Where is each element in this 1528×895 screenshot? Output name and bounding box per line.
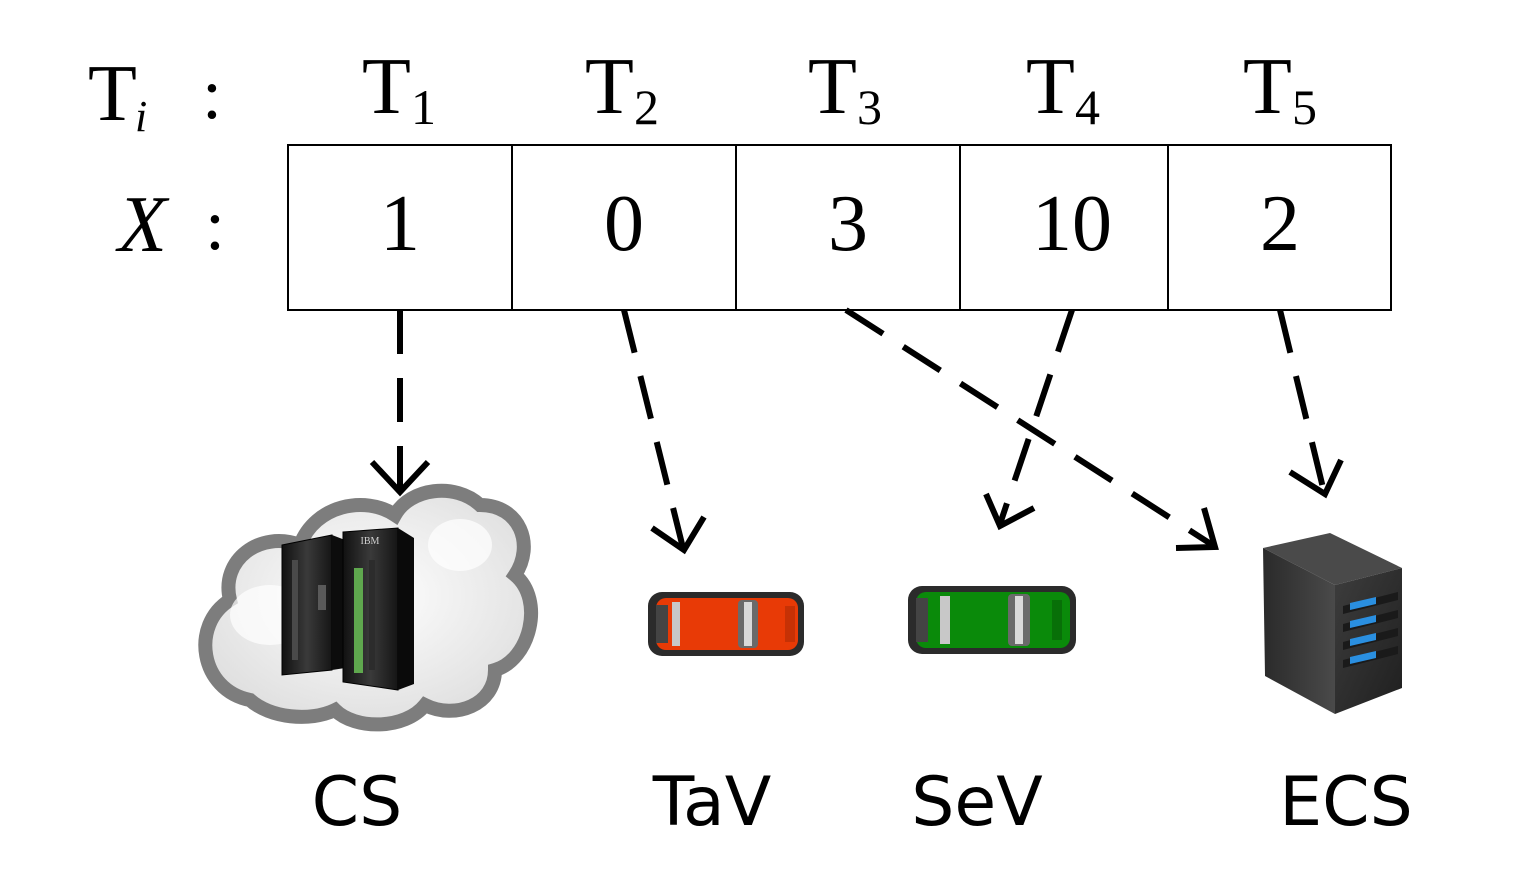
assignment-table [287, 144, 1392, 311]
task-header-symbol: T [1243, 43, 1292, 131]
task-header-index: 3 [857, 79, 882, 135]
task-header-symbol: T [585, 43, 634, 131]
arrow-task1-to-cs [369, 310, 431, 497]
arrow-task4-to-sev [983, 309, 1075, 531]
task-header-3: T 3 [808, 43, 882, 135]
node-label-tav: TaV [652, 763, 771, 842]
task-headers: T 1 T 2 T 3 T 4 T 5 [362, 43, 1317, 135]
row-label-tasks-colon: : [202, 54, 222, 134]
assignment-cell-2-box [511, 144, 737, 311]
offloading-arrows [369, 307, 1344, 555]
node-label-cs: CS [312, 763, 403, 842]
assignment-cell-4-box [959, 144, 1169, 311]
task-header-index: 4 [1075, 79, 1100, 135]
row-label-tasks-subscript: i [135, 92, 147, 141]
task-header-5: T 5 [1243, 43, 1317, 135]
server-bay-lights [1343, 592, 1398, 668]
task-header-index: 2 [634, 79, 659, 135]
task-header-symbol: T [362, 43, 411, 131]
assignment-cell-2: 0 [604, 180, 644, 268]
node-label-ecs: ECS [1279, 763, 1413, 842]
row-label-tasks: T i : [88, 50, 222, 141]
arrow-task5-to-ecs [1277, 309, 1344, 499]
edge-server-icon [1263, 533, 1402, 714]
green-car-icon [908, 586, 1076, 654]
assignment-cell-5: 2 [1260, 180, 1300, 268]
assignment-cell-1-box [287, 144, 513, 311]
mainframe-badge: IBM [361, 536, 380, 547]
assignment-cell-3-box [735, 144, 961, 311]
assignment-values: 1 0 3 10 2 [380, 180, 1300, 268]
task-header-4: T 4 [1026, 43, 1100, 135]
assignment-cell-4: 10 [1032, 180, 1112, 268]
task-header-symbol: T [808, 43, 857, 131]
task-header-index: 1 [411, 79, 436, 135]
row-label-assignment-symbol: X [115, 181, 170, 269]
task-header-1: T 1 [362, 43, 436, 135]
row-label-assignment-colon: : [205, 185, 225, 265]
orange-car-icon [648, 592, 804, 656]
assignment-cell-1: 1 [380, 180, 420, 268]
assignment-cell-3: 3 [828, 180, 868, 268]
arrow-task2-to-tav [621, 309, 707, 555]
task-header-symbol: T [1026, 43, 1075, 131]
task-header-index: 5 [1292, 79, 1317, 135]
row-label-assignment: X : [115, 181, 225, 269]
node-label-sev: SeV [911, 763, 1043, 842]
row-label-tasks-symbol: T [88, 50, 137, 138]
node-labels: CS TaV SeV ECS [312, 763, 1413, 842]
task-header-2: T 2 [585, 43, 659, 135]
assignment-cell-5-box [1167, 144, 1392, 311]
arrow-task3-to-ecs [844, 307, 1219, 551]
cloud-server-icon: IBM [198, 483, 538, 732]
